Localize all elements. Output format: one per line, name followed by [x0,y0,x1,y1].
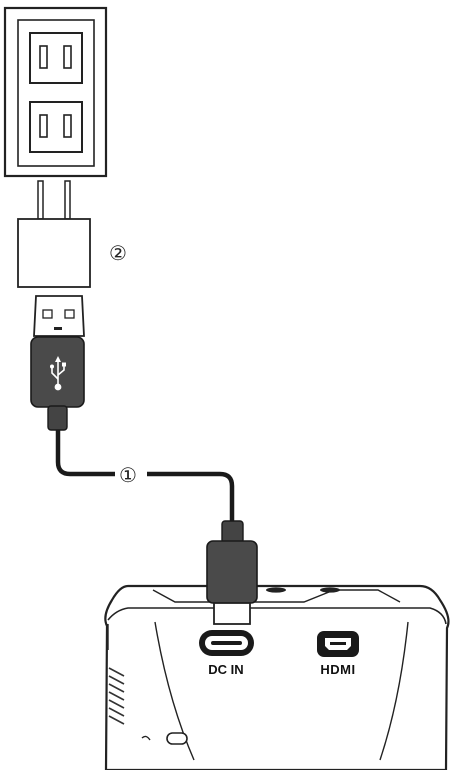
power-adapter [17,180,91,288]
dc-in-label: DC IN [208,662,243,677]
usb-a-plug [33,295,85,337]
hdmi-port [317,631,359,657]
usb-symbol-icon [50,356,66,391]
outlet-socket-top [29,32,83,84]
usb-c-connector [206,520,258,625]
hdmi-label: HDMI [320,662,355,677]
projector-device [104,584,450,770]
outlet-socket-bottom [29,101,83,153]
wall-outlet-icon [3,6,108,178]
callout-adapter: ② [109,241,127,265]
callout-cable: ① [119,463,137,487]
dc-in-port [199,630,254,656]
